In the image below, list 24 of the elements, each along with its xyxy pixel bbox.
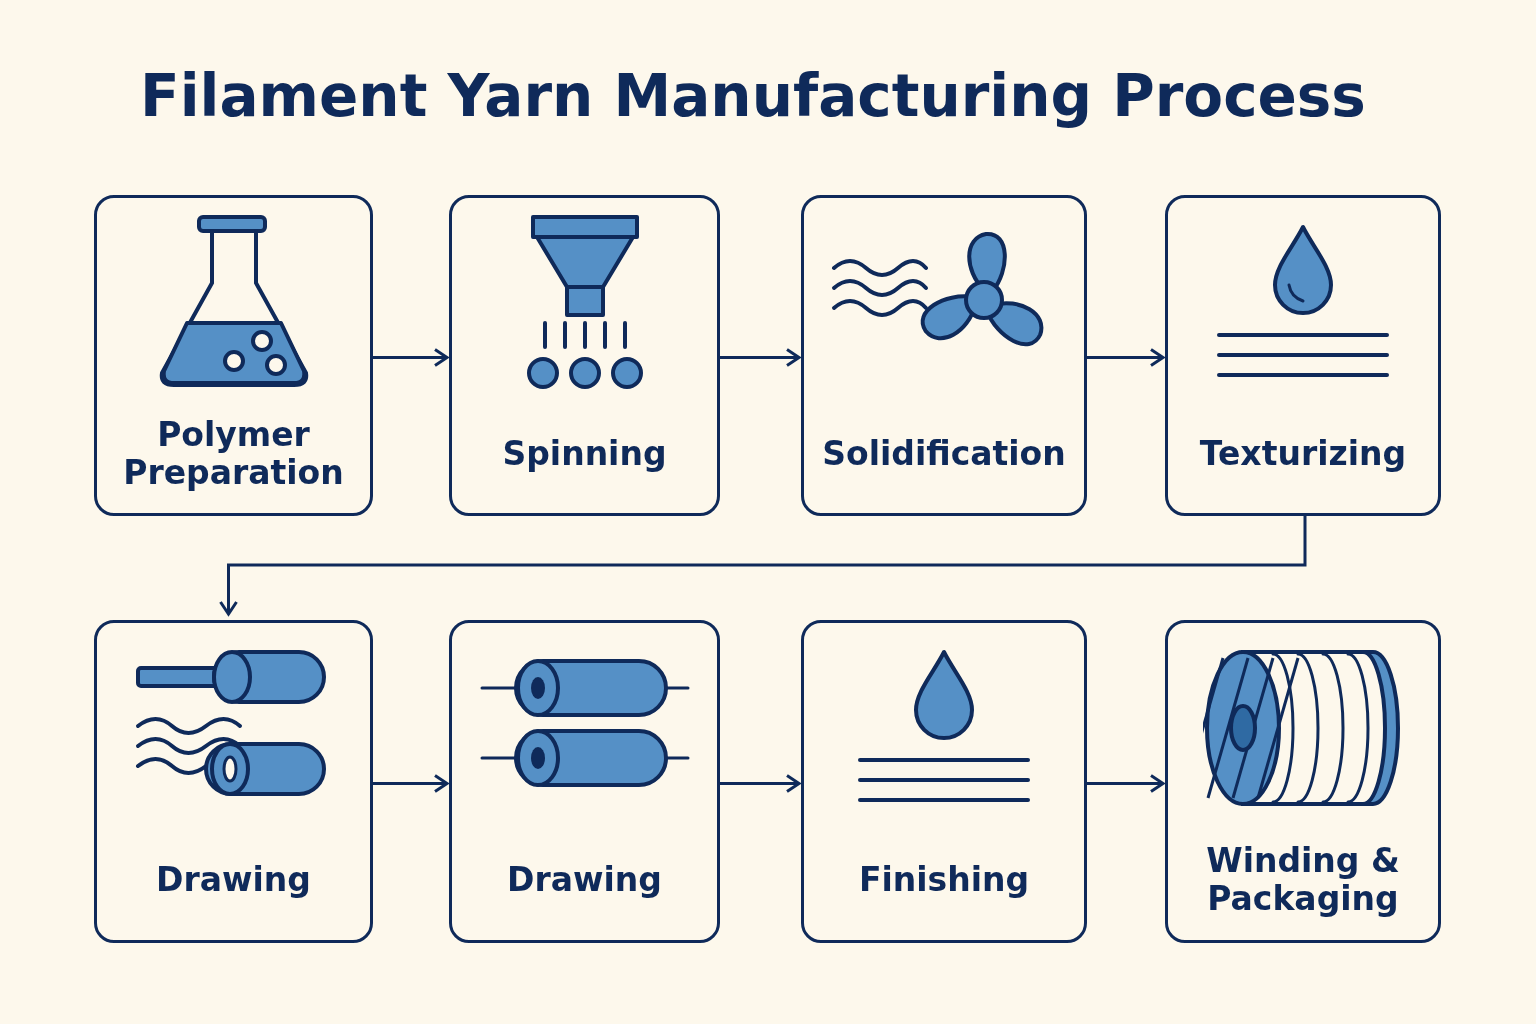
step-label: Finishing [857, 858, 1031, 901]
arrow [1087, 774, 1165, 793]
process-box [449, 620, 720, 943]
step-label: Drawing [506, 858, 663, 901]
process-box [94, 620, 373, 943]
arrow [720, 348, 801, 367]
step-label: Texturizing [1198, 432, 1408, 475]
process-box [94, 195, 373, 516]
arrow [1087, 348, 1165, 367]
step-label: Winding & Packaging [1205, 839, 1401, 920]
process-box [801, 195, 1087, 516]
step-label: Drawing [155, 858, 312, 901]
arrow [373, 774, 449, 793]
arrow [720, 774, 801, 793]
process-box [801, 620, 1087, 943]
process-box [1165, 620, 1441, 943]
arrow [373, 348, 449, 367]
step-label: Polymer Preparation [122, 413, 345, 494]
step-label: Solidification [821, 432, 1067, 475]
title: Filament Yarn Manufacturing Process [139, 62, 1367, 130]
step-label: Spinning [501, 432, 668, 475]
arrow [219, 516, 1307, 616]
process-box [1165, 195, 1441, 516]
process-box [449, 195, 720, 516]
